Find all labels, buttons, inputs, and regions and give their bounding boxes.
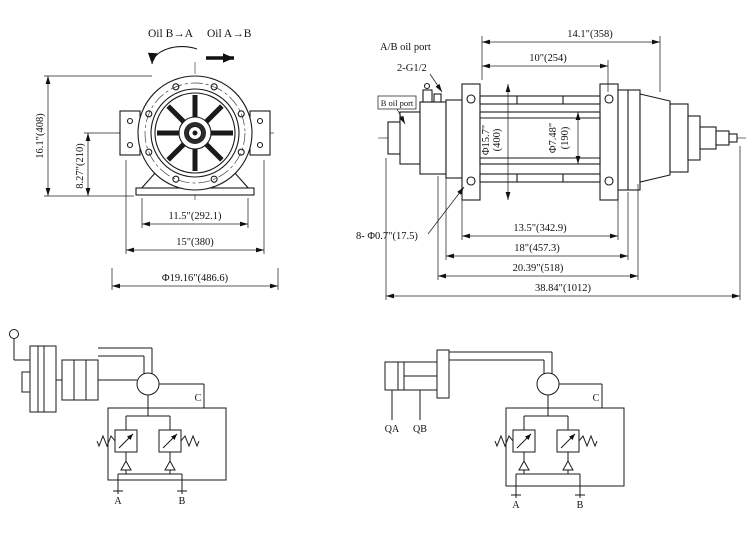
dim-bolt-span: 13.5"(342.9) bbox=[513, 223, 567, 234]
dim-flange-dia-in: Φ15.7" bbox=[481, 125, 492, 155]
counterbalance-valve-block-left bbox=[96, 383, 227, 494]
label-b-oil-port: B oil port bbox=[381, 98, 414, 108]
port-qb-label: QB bbox=[413, 424, 427, 435]
brake-cylinder-symbol-left bbox=[9, 329, 137, 413]
front-view-dimensions: 16.1"(408) 8.27"(210) 11.5"(292.1) 15"(3… bbox=[35, 75, 279, 290]
flange-bolts bbox=[145, 83, 245, 183]
dim-drum-length: 14.1"(358) bbox=[567, 29, 613, 40]
hydraulic-schematic-right: QA QB A B C bbox=[384, 349, 625, 511]
drum-hub bbox=[178, 116, 212, 150]
label-ab-oil-port: A/B oil port bbox=[380, 42, 431, 53]
dim-mount-length: 20.39"(518) bbox=[513, 263, 564, 274]
gear-housing bbox=[617, 89, 738, 191]
dim-axis-height: 8.27"(210) bbox=[75, 143, 86, 189]
dim-base-width: 15"(380) bbox=[176, 237, 214, 248]
port-a-label-right: A bbox=[512, 500, 520, 511]
dim-drum-dia-mm: (190) bbox=[560, 126, 571, 149]
dim-overall-height: 16.1"(408) bbox=[35, 113, 46, 159]
port-c-label-right: C bbox=[593, 393, 600, 404]
hydraulic-motor-assembly bbox=[387, 82, 463, 179]
ccw-rotation-arrow-icon bbox=[147, 46, 198, 65]
hydraulic-motor-symbol-left bbox=[98, 347, 160, 396]
dim-mount-width: 11.5"(292.1) bbox=[169, 211, 222, 222]
oil-a-to-b-label: Oil A→B bbox=[207, 28, 252, 40]
dim-overall-length: 38.84"(1012) bbox=[535, 283, 591, 294]
dim-bolt-holes: 8- Φ0.7"(17.5) bbox=[356, 231, 418, 242]
oil-b-to-a-label: Oil B→A bbox=[148, 28, 194, 40]
port-c-label-left: C bbox=[195, 393, 202, 404]
counterbalance-valve-block-right bbox=[494, 383, 625, 498]
hydraulic-schematic-left: A B C bbox=[9, 329, 227, 507]
rotation-direction-arrows bbox=[147, 46, 234, 65]
port-qa-label: QA bbox=[385, 424, 400, 435]
brake-cylinder-symbol-right bbox=[384, 349, 450, 420]
dim-flange-dia-mm: (400) bbox=[492, 128, 503, 151]
side-view-top-dimensions: 14.1"(358) 10"(254) bbox=[481, 29, 661, 92]
side-view-diameter-dimensions: Φ15.7" (400) Φ7.48" (190) bbox=[481, 84, 581, 200]
port-b-label-left: B bbox=[179, 496, 186, 507]
dim-rope-width: 10"(254) bbox=[529, 53, 567, 64]
side-view: A/B oil port 2-G1/2 B oil port 14.1"(358… bbox=[356, 29, 746, 300]
port-a-label-left: A bbox=[114, 496, 122, 507]
dim-flange-diameter: Φ19.16"(486.6) bbox=[162, 273, 229, 284]
drum-spokes bbox=[157, 95, 233, 171]
front-view: Oil B→A Oil A→B 16.1"(408) 8.27"(210) 11… bbox=[35, 28, 279, 290]
port-b-label-right: B bbox=[577, 500, 584, 511]
dim-frame-width: 18"(457.3) bbox=[514, 243, 560, 254]
hydraulic-motor-symbol-right bbox=[449, 351, 560, 396]
dim-drum-dia-in: Φ7.48" bbox=[548, 123, 559, 153]
label-port-thread: 2-G1/2 bbox=[397, 63, 427, 74]
side-view-bottom-dimensions: 13.5"(342.9) 18"(457.3) 20.39"(518) 38.8… bbox=[385, 146, 741, 300]
